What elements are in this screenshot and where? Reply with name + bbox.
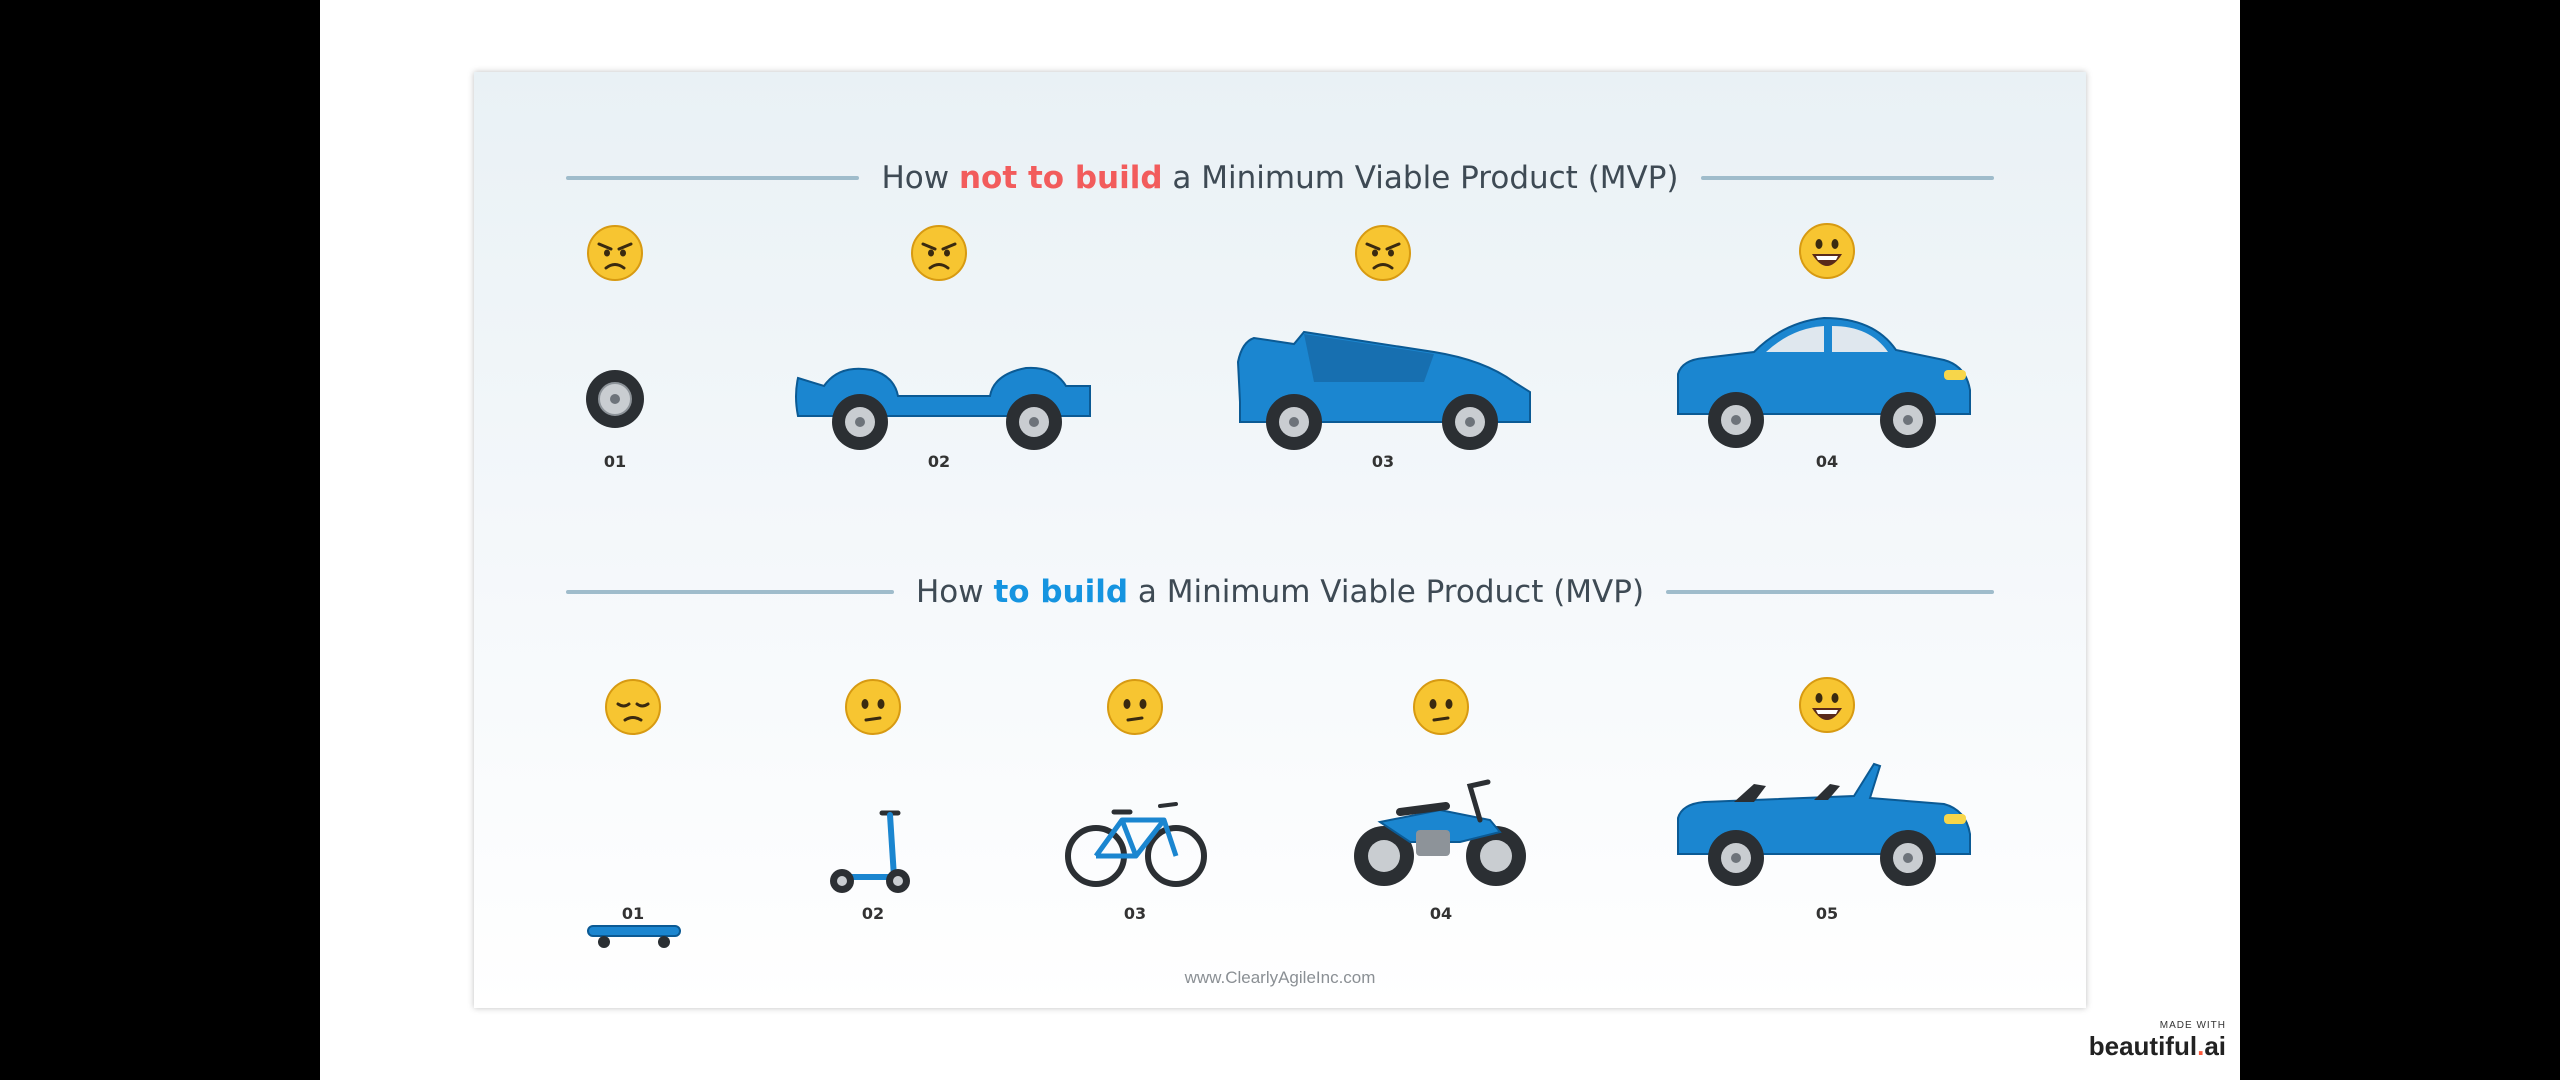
neutral-face-icon [845,679,901,735]
wheel-icon [586,370,644,428]
step-label: 04 [1429,904,1453,923]
step-label: 02 [927,452,951,471]
scooter-icon [830,810,910,893]
step-label: 05 [1815,904,1839,923]
slide: How not to build a Minimum Viable Produc… [474,72,2086,1008]
neutral-face-icon [1107,679,1163,735]
step-label: 02 [861,904,885,923]
top-heading-emphasis: not to build [958,160,1163,196]
credit-brand-suffix: ai [2204,1031,2226,1061]
credit-small-text: MADE WITH [2159,1020,2226,1031]
heading-rule-left [566,176,860,180]
bottom-heading: How to build a Minimum Viable Product (M… [566,572,1994,612]
bicycle-icon [1065,802,1207,887]
sad-face-icon [605,679,661,735]
convertible-icon [1677,762,1971,886]
motorcycle-icon [1354,779,1526,886]
angry-face-icon [1355,225,1411,281]
top-heading-pre: How [881,160,959,196]
chassis-icon [795,366,1091,450]
credit-brand-name: beautiful [2088,1031,2198,1061]
page-canvas: How not to build a Minimum Viable Produc… [320,0,2240,1080]
angry-face-icon [587,225,643,281]
angry-face-icon [911,225,967,281]
bottom-heading-post: a Minimum Viable Product (MVP) [1128,574,1645,610]
happy-face-icon [1799,677,1855,733]
skateboard-icon [587,925,681,948]
step-label: 03 [1371,452,1395,471]
happy-face-icon [1799,223,1855,279]
made-with-credit: MADE WITH beautiful.ai [2086,1020,2226,1062]
neutral-face-icon [1413,679,1469,735]
heading-rule-right [1666,590,1994,594]
top-heading-post: a Minimum Viable Product (MVP) [1162,160,1679,196]
bottom-heading-text: How to build a Minimum Viable Product (M… [894,574,1666,610]
credit-brand-dot: . [2197,1031,2205,1061]
credit-brand: beautiful.ai [2086,1031,2226,1062]
bottom-heading-pre: How [915,574,994,610]
footer-url: www.ClearlyAgileInc.com [1184,968,1376,987]
step-label: 01 [621,904,645,923]
bottom-heading-emphasis: to build [993,574,1129,610]
top-heading: How not to build a Minimum Viable Produc… [566,158,1994,198]
step-label: 03 [1123,904,1147,923]
top-heading-text: How not to build a Minimum Viable Produc… [859,160,1700,196]
step-label: 01 [603,452,627,471]
heading-rule-left [566,590,894,594]
step-label: 04 [1815,452,1839,471]
heading-rule-right [1700,176,1994,180]
car-body-icon [1236,330,1531,450]
car-icon [1677,316,1971,448]
